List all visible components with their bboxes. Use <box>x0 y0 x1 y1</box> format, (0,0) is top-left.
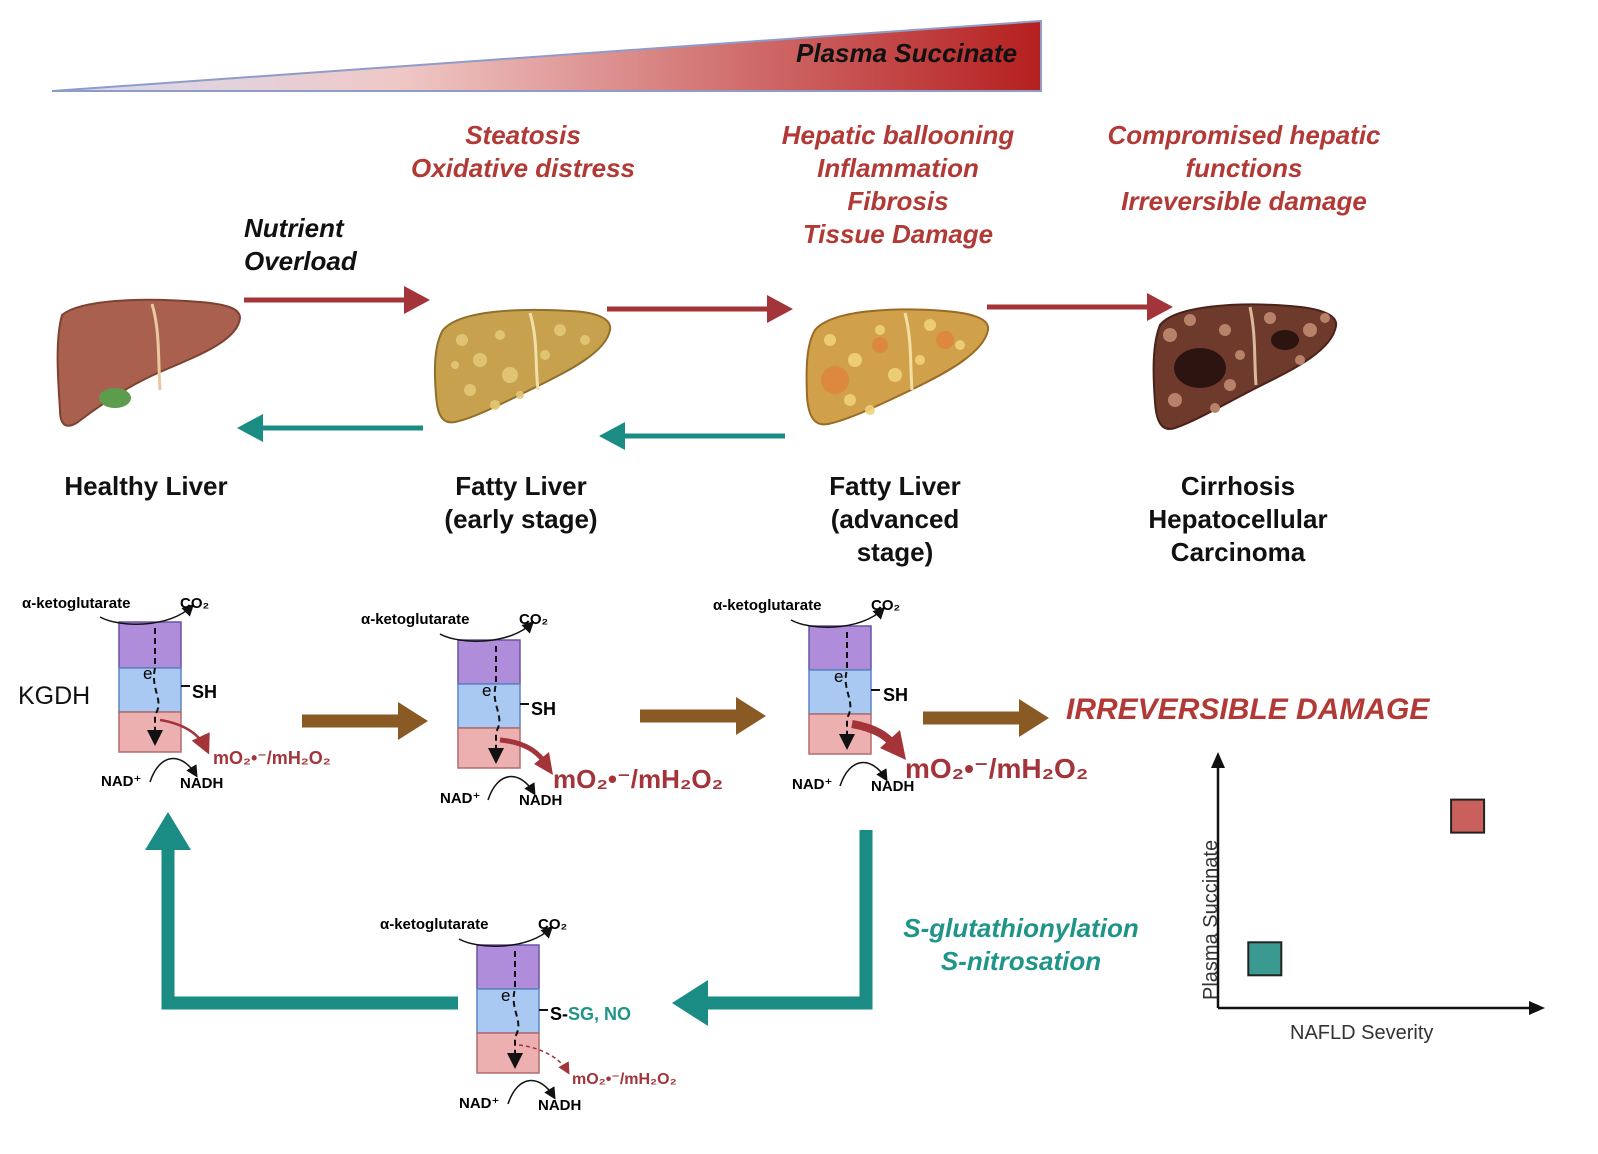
stage-label-early: Fatty Liver (early stage) <box>444 471 598 534</box>
nad-label-2: NAD⁺ <box>440 790 481 807</box>
thiol-label-2: SH <box>531 699 557 719</box>
stage-label-advanced: Fatty Liver (advanced stage) <box>829 471 961 567</box>
co2-label-1: CO₂ <box>180 595 210 612</box>
progression-arrow-2 <box>607 295 793 323</box>
nutrient-overload-label: Nutrient Overload <box>244 213 357 276</box>
fatty-liver-advanced-illustration <box>805 308 990 426</box>
co2-label-2: CO₂ <box>519 611 549 628</box>
substrate-label-1: α-ketoglutarate <box>22 595 131 612</box>
recovery-arrow <box>145 812 458 1010</box>
kgdh-arrow-1 <box>302 702 428 740</box>
reversal-arrow-2 <box>599 422 785 450</box>
stage-label-cirrhosis: Cirrhosis Hepatocellular Carcinoma <box>1148 471 1328 567</box>
ros-label-2: mO₂•⁻/mH₂O₂ <box>553 764 724 794</box>
plasma-succinate-gradient <box>51 19 1042 92</box>
reversal-arrow-1 <box>237 414 423 442</box>
kgdh-label: KGDH <box>18 682 91 710</box>
substrate-label-4: α-ketoglutarate <box>380 916 489 933</box>
progression-arrow-1 <box>244 286 430 314</box>
inset-y-axis-label: Plasma Succinate <box>1200 839 1222 1000</box>
fatty-liver-early-illustration <box>433 308 612 424</box>
kgdh-complex-healthy <box>99 603 210 783</box>
modification-groups: SG, NO <box>568 1004 632 1024</box>
electron-label-3: e <box>834 667 844 686</box>
modified-thiol-label: S-SG, NO <box>550 1004 631 1025</box>
thiol-prefix: S- <box>550 1004 568 1024</box>
kgdh-arrow-2 <box>640 697 766 735</box>
thiol-label-3: SH <box>883 685 909 705</box>
cirrhosis-liver-illustration <box>1152 303 1338 430</box>
ros-label-1: mO₂•⁻/mH₂O₂ <box>213 748 331 768</box>
modification-arrow <box>672 830 873 1026</box>
plasma-succinate-label: Plasma Succinate <box>796 38 1018 68</box>
nadh-label-4: NADH <box>538 1097 582 1114</box>
nad-label-3: NAD⁺ <box>792 776 833 793</box>
kgdh-complex-modified <box>458 925 570 1105</box>
electron-label-4: e <box>501 986 511 1005</box>
co2-label-4: CO₂ <box>538 916 568 933</box>
irreversible-damage-label: IRREVERSIBLE DAMAGE <box>1066 693 1430 726</box>
nad-label-1: NAD⁺ <box>101 773 142 790</box>
co2-label-3: CO₂ <box>871 597 901 614</box>
healthy-liver-illustration <box>56 298 242 427</box>
cirrhosis-symptoms: Compromised hepatic functions Irreversib… <box>1107 120 1381 216</box>
substrate-label-2: α-ketoglutarate <box>361 611 470 628</box>
early-stage-symptoms: Steatosis Oxidative distress <box>411 120 635 183</box>
kgdh-complex-advanced <box>790 606 906 787</box>
kgdh-arrow-3 <box>923 699 1049 737</box>
progression-arrow-3 <box>987 293 1173 321</box>
advanced-stage-symptoms: Hepatic ballooning Inflammation Fibrosis… <box>781 120 1015 249</box>
ros-label-4: mO₂•⁻/mH₂O₂ <box>572 1071 677 1088</box>
ros-label-3: mO₂•⁻/mH₂O₂ <box>905 753 1089 784</box>
thiol-label-1: SH <box>192 682 218 702</box>
modification-label: S-glutathionylation S-nitrosation <box>903 913 1139 976</box>
kgdh-complex-early <box>439 620 553 801</box>
inset-chart <box>1211 752 1545 1015</box>
electron-label-2: e <box>482 681 492 700</box>
nadh-label-2: NADH <box>519 792 563 809</box>
nad-label-4: NAD⁺ <box>459 1095 500 1112</box>
substrate-label-3: α-ketoglutarate <box>713 597 822 614</box>
nadh-label-1: NADH <box>180 775 224 792</box>
inset-point-0-0 <box>1247 941 1283 977</box>
nadh-label-3: NADH <box>871 778 915 795</box>
inset-x-axis-label: NAFLD Severity <box>1290 1022 1434 1044</box>
electron-label-1: e <box>143 664 153 683</box>
inset-point-1-0 <box>1450 798 1486 834</box>
stage-label-healthy: Healthy Liver <box>64 471 228 501</box>
